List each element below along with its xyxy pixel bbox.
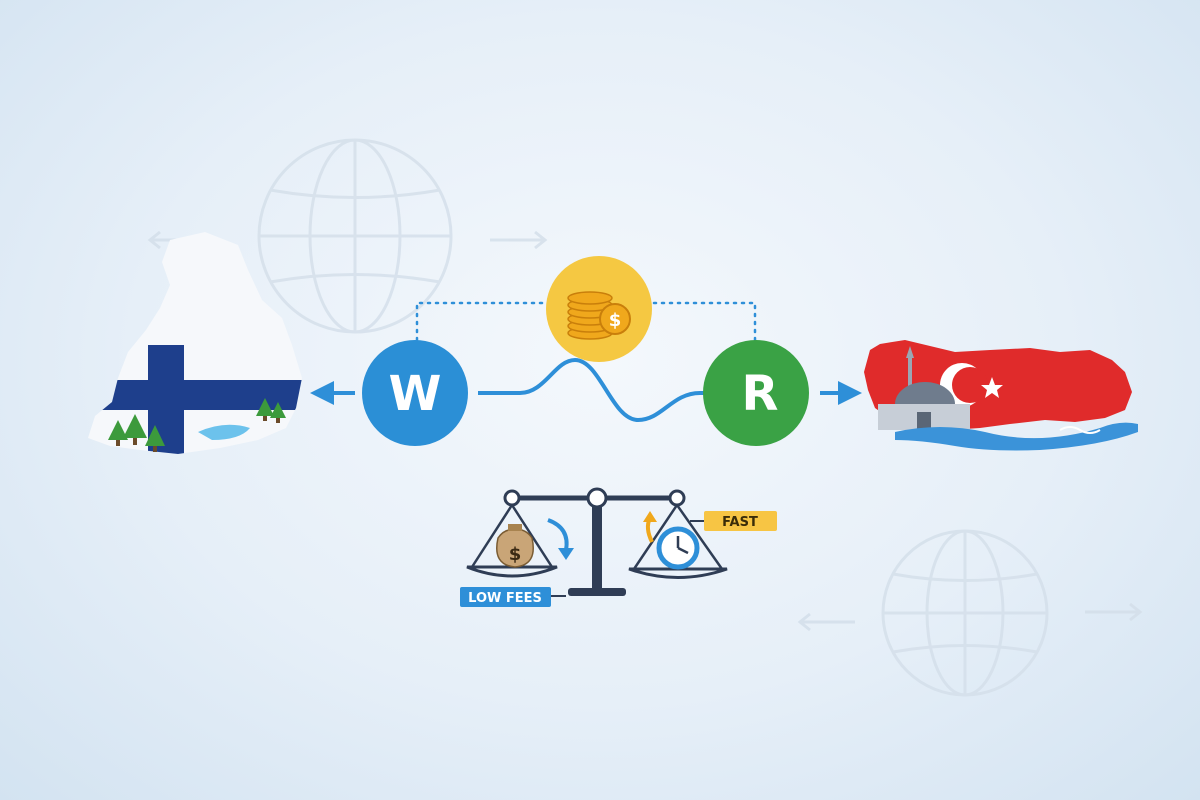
tree-icon (108, 398, 286, 452)
down-arrow-icon (547, 518, 569, 551)
low-fees-tag: LOW FEES (460, 587, 551, 607)
background-globe-icon (257, 138, 453, 334)
bosphorus-water (895, 422, 1138, 451)
provider-r-badge[interactable]: R (703, 340, 809, 446)
provider-w-badge[interactable]: W (362, 340, 468, 446)
down-arrow-head (558, 548, 574, 560)
fast-label: FAST (722, 515, 758, 530)
bag-dollar-symbol: $ (509, 544, 522, 565)
lake-icon (198, 424, 250, 440)
money-bag-icon: $ (496, 524, 534, 568)
provider-w-letter: W (389, 366, 442, 422)
coins-icon: $ (546, 256, 652, 362)
finland-map (88, 232, 302, 454)
balance-scale (466, 487, 728, 596)
fast-tag: FAST (704, 511, 777, 531)
transfer-wave-line (478, 357, 705, 423)
wave-icon (1059, 426, 1101, 434)
up-arrow-head (643, 511, 657, 522)
low-fees-label: LOW FEES (468, 591, 542, 606)
coin-dollar-symbol: $ (609, 310, 622, 331)
turkey-map (864, 340, 1138, 451)
finland-map-shape (88, 232, 302, 454)
clock-icon (656, 526, 700, 570)
dotted-connector-right (652, 301, 757, 342)
mosque-icon (878, 346, 970, 430)
provider-r-letter: R (742, 366, 779, 422)
background-globe-icon (881, 529, 1049, 697)
dotted-connector-left (415, 301, 548, 342)
